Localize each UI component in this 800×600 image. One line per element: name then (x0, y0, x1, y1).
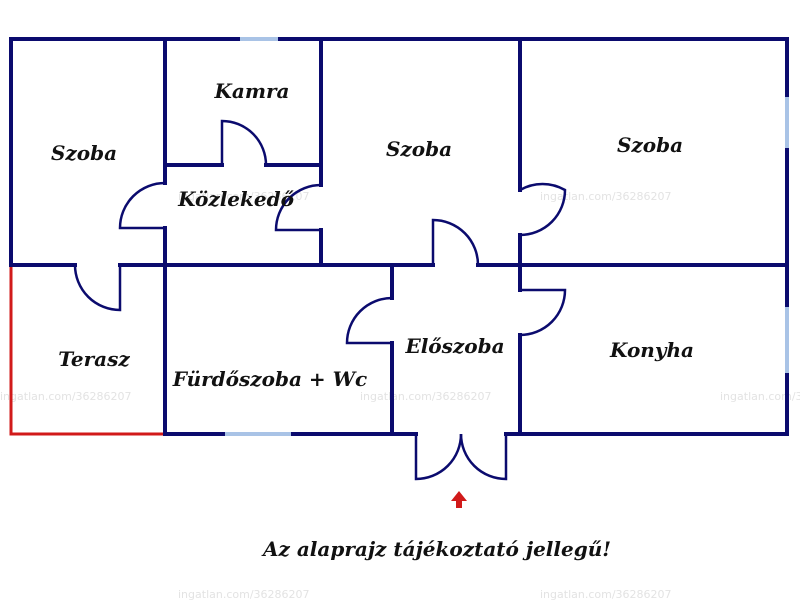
room-label-konyha: Konyha (609, 338, 694, 362)
room-label-szoba-left: Szoba (51, 141, 117, 165)
watermark: ingatlan.com/36286207 (0, 390, 132, 403)
watermark: ingatlan.com/36286207 (178, 588, 310, 600)
door (345, 296, 393, 345)
windows (223, 37, 789, 436)
up-arrow-icon (451, 491, 467, 508)
watermark: ingatlan.com/36286207 (540, 588, 672, 600)
room-label-terasz: Terasz (58, 347, 130, 371)
terrace-outline (9, 265, 165, 436)
doors (73, 119, 567, 481)
entrance-door-left (414, 433, 463, 481)
walls (9, 37, 789, 436)
door (73, 264, 122, 312)
room-label-eloszoba: Előszoba (404, 334, 504, 358)
door (274, 183, 322, 232)
door (118, 181, 166, 230)
entrance-door-right (459, 433, 508, 481)
room-label-szoba-middle: Szoba (386, 137, 452, 161)
terrace-edge (9, 265, 165, 436)
room-label-szoba-right: Szoba (617, 133, 683, 157)
watermark: ingatlan.com/36286207 (540, 190, 672, 203)
door (431, 218, 480, 266)
room-label-furdoszoba: Fürdőszoba + Wc (172, 367, 367, 391)
disclaimer-note: Az alaprajz tájékoztató jellegű! (261, 537, 611, 561)
watermark: ingatlan.com/36286207 (720, 390, 800, 403)
door (220, 119, 268, 166)
room-label-kozlekedo: Közlekedő (177, 187, 295, 211)
watermark: ingatlan.com/36286207 (178, 190, 310, 203)
door (519, 288, 567, 337)
watermark: ingatlan.com/36286207 (360, 390, 492, 403)
door (519, 182, 567, 237)
room-label-kamra: Kamra (214, 79, 290, 103)
room-labels: Kamra Szoba Szoba Szoba Közlekedő Terasz… (51, 79, 694, 391)
